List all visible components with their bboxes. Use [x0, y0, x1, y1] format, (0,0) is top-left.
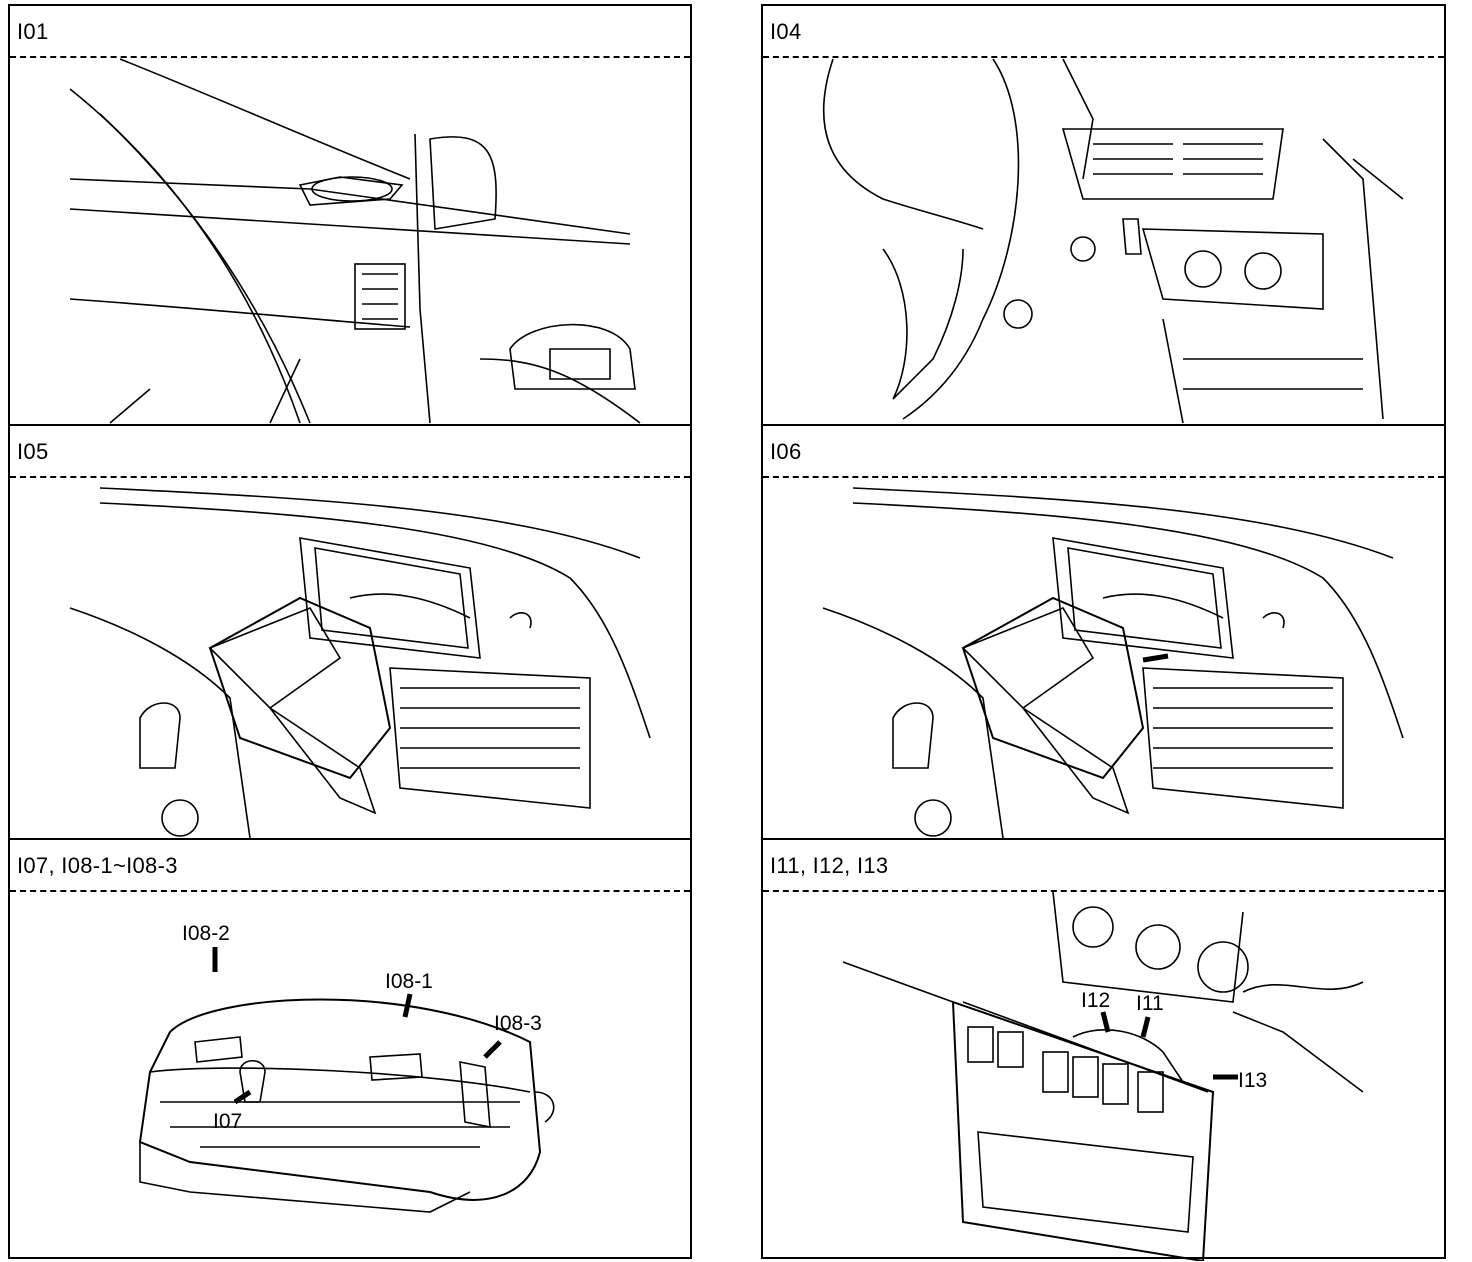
- dashed-divider: [763, 890, 1444, 892]
- callout-i08-2: I08-2: [182, 922, 230, 945]
- steering-column-illustration: [763, 58, 1444, 424]
- cluster-connector-illustration: [763, 478, 1444, 838]
- instrument-cluster-illustration: I08-2 I08-1 I08-3 I07: [10, 892, 690, 1261]
- cluster-connector-illustration: [10, 478, 690, 838]
- panel-title: I01: [17, 19, 49, 44]
- right-column: I04 I06: [761, 4, 1446, 1261]
- callout-i12: I12: [1081, 989, 1110, 1012]
- panel-title: I04: [770, 19, 802, 44]
- connector-arrows: [212, 947, 502, 1105]
- panel-i01: I01: [10, 6, 690, 424]
- callout-i08-3: I08-3: [494, 1012, 542, 1035]
- center-console-illustration: I12 I11 I13: [763, 892, 1444, 1261]
- dashed-divider: [10, 890, 690, 892]
- panel-i05: I05: [10, 424, 690, 838]
- dashed-divider: [10, 56, 690, 58]
- panel-i11-i13: I11, I12, I13: [763, 838, 1444, 1261]
- callout-i13: I13: [1238, 1069, 1267, 1092]
- callout-i11: I11: [1136, 992, 1164, 1015]
- dashboard-a-pillar-illustration: [10, 58, 690, 424]
- dashed-divider: [10, 476, 690, 478]
- left-column: I01 I05: [8, 4, 692, 1259]
- callout-i08-1: I08-1: [385, 970, 433, 993]
- panel-i04: I04: [763, 6, 1444, 424]
- callout-i07: I07: [213, 1110, 242, 1133]
- dashed-divider: [763, 56, 1444, 58]
- panel-title: I05: [17, 439, 49, 464]
- panel-title: I11, I12, I13: [770, 853, 889, 878]
- panel-i07-i08: I07, I08-1~I08-3 I08-2 I: [10, 838, 690, 1261]
- panel-title: I06: [770, 439, 802, 464]
- panel-title: I07, I08-1~I08-3: [17, 853, 178, 878]
- dashed-divider: [763, 476, 1444, 478]
- panel-i06: I06: [763, 424, 1444, 838]
